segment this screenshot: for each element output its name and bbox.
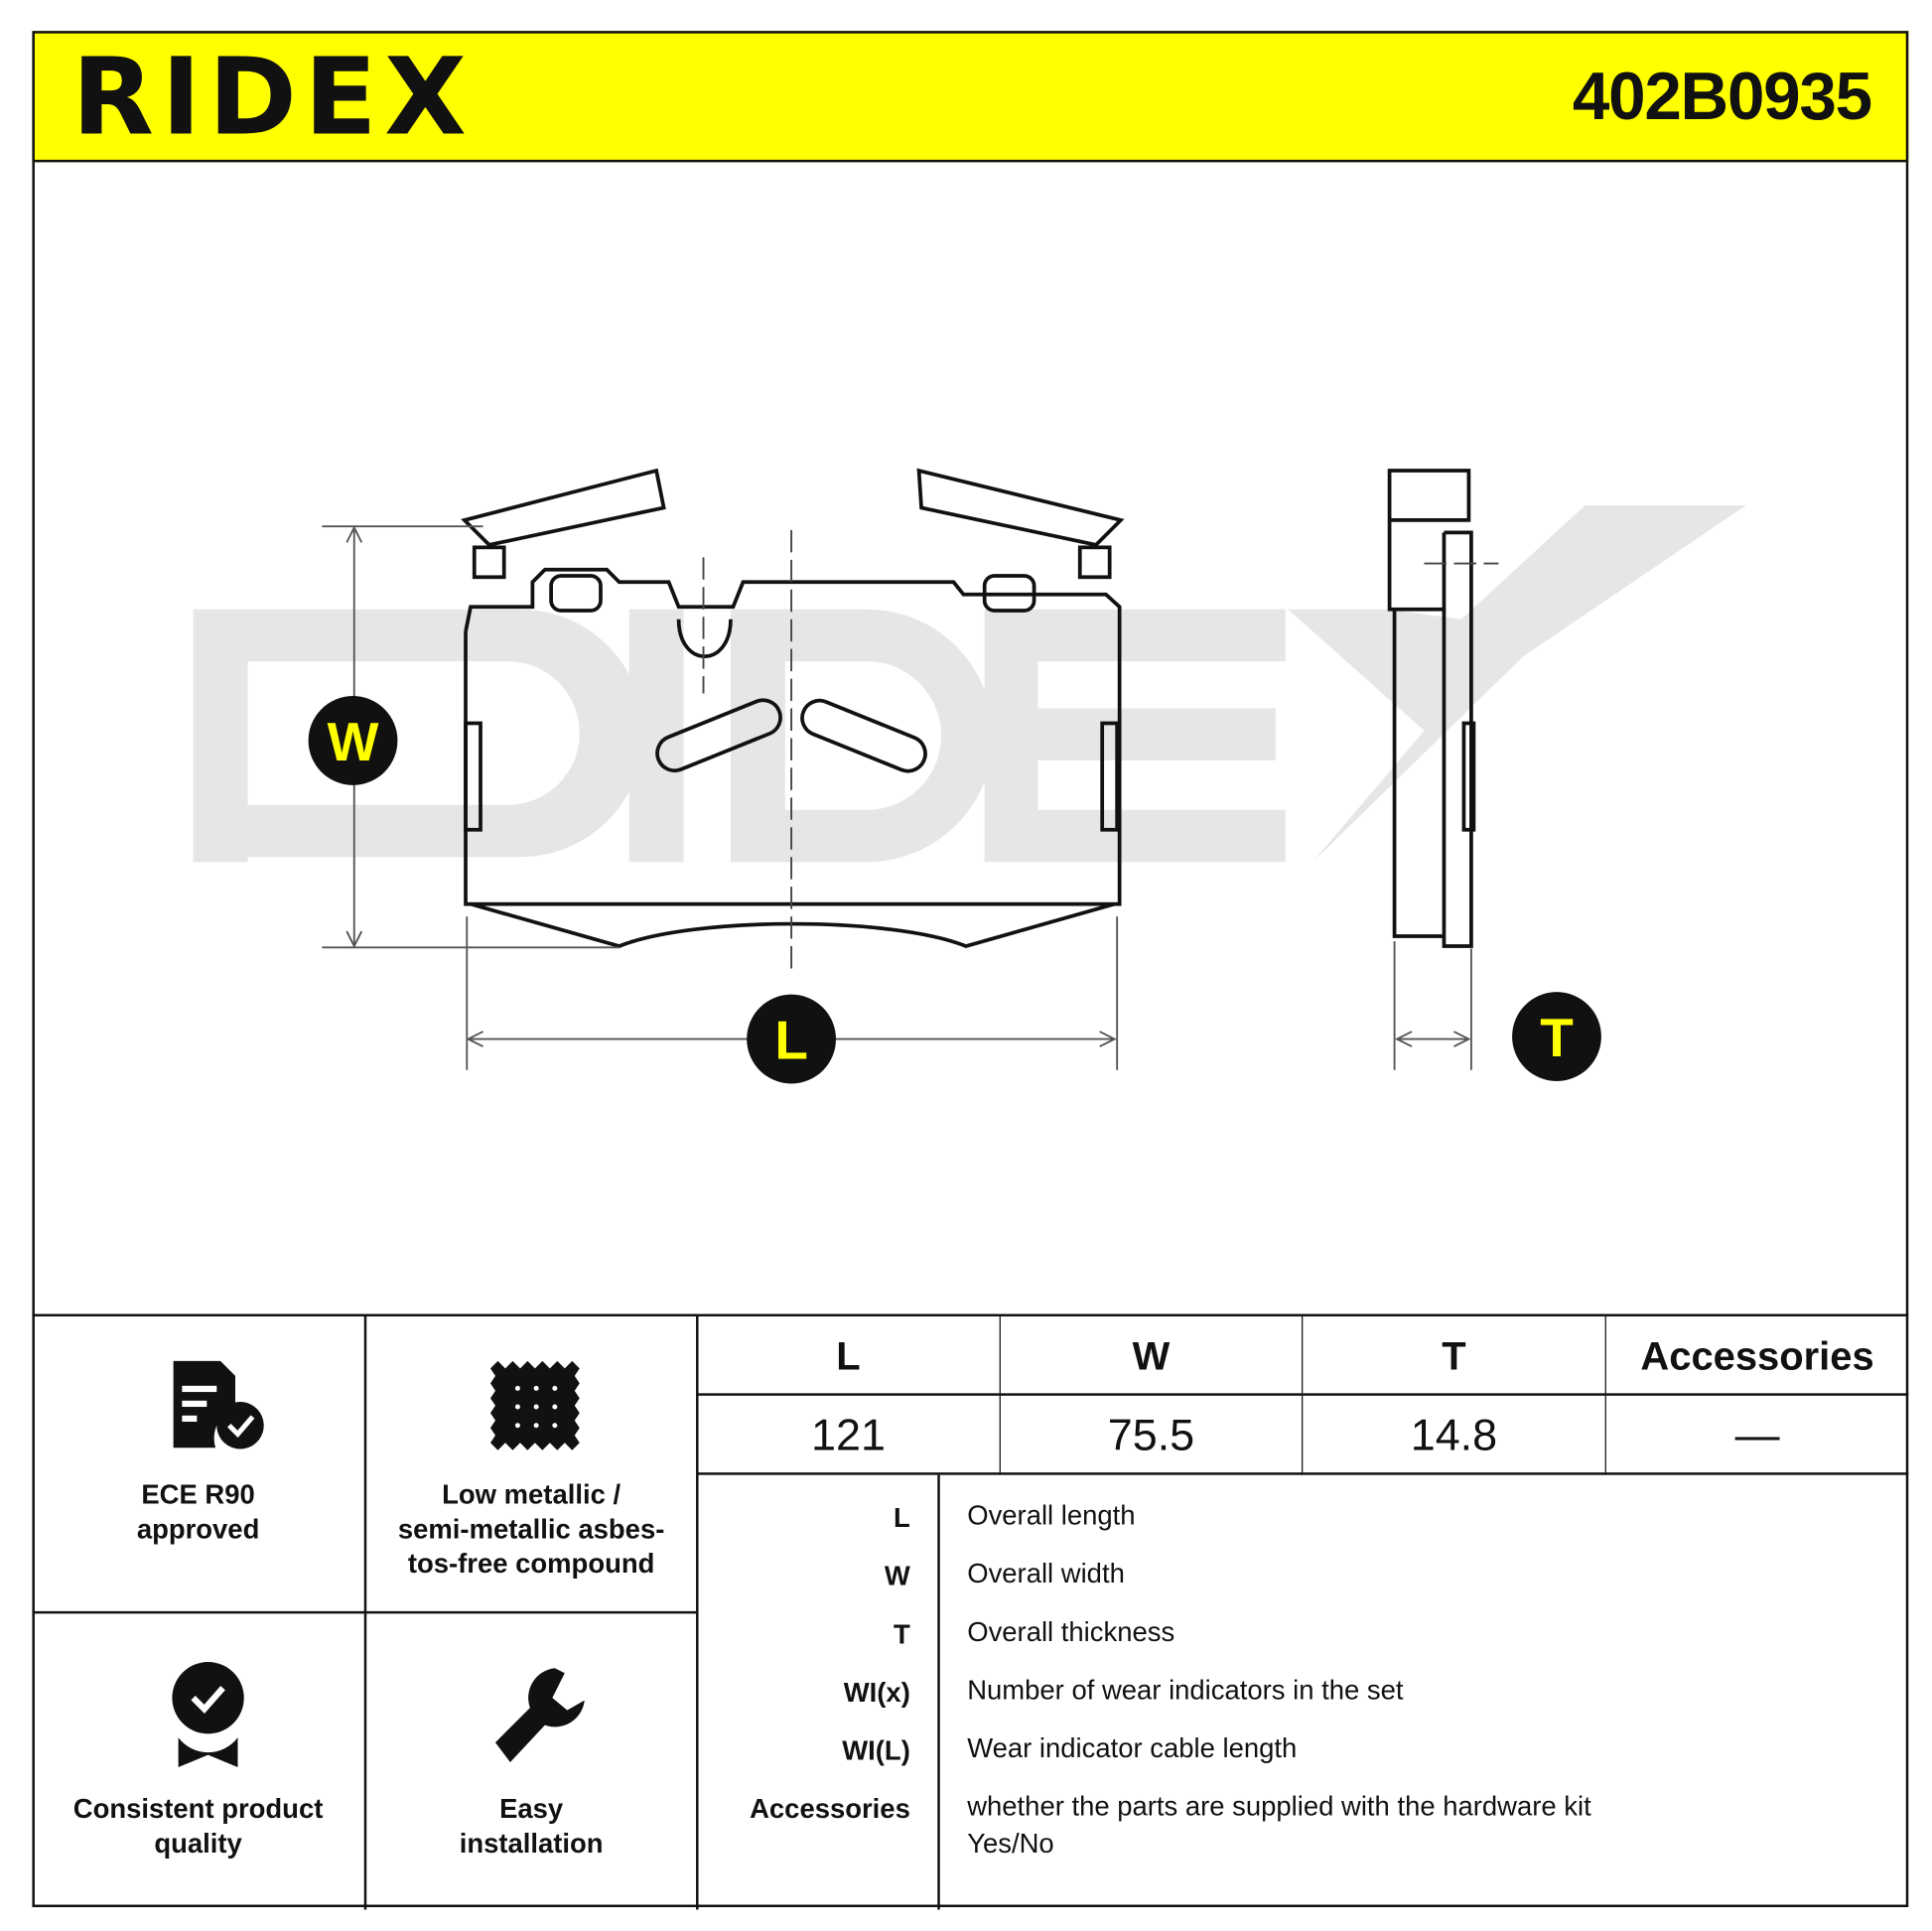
feature-label: Consistent product: [72, 1793, 324, 1825]
header-t: T: [1303, 1315, 1606, 1396]
technical-drawing: W L T: [32, 162, 1908, 1313]
part-number: 402B0935: [1572, 59, 1872, 134]
watermark-logo: [193, 504, 1746, 863]
header-bar: RIDEX 402B0935: [32, 31, 1909, 163]
legend-desc: Overall width: [967, 1558, 1125, 1589]
feature-label: installation: [459, 1828, 604, 1860]
svg-text:T: T: [1540, 1007, 1574, 1068]
dimension-badge-w: W: [308, 696, 398, 785]
svg-text:L: L: [774, 1010, 808, 1071]
feature-label: ECE R90: [141, 1478, 255, 1510]
legend-key: L: [894, 1502, 910, 1534]
legend: L Overall length W Overall width T Overa…: [697, 1474, 1908, 1910]
feature-ece-r90: ECE R90 approved: [32, 1315, 367, 1614]
legend-key: WI(L): [842, 1734, 910, 1766]
legend-key: WI(x): [843, 1676, 910, 1709]
legend-desc: Number of wear indicators in the set: [967, 1674, 1404, 1706]
feature-label: semi-metallic asbes-: [397, 1513, 665, 1545]
award-ribbon-icon: [172, 1662, 244, 1768]
legend-desc: Overall thickness: [967, 1615, 1175, 1648]
value-w: 75.5: [1000, 1395, 1304, 1475]
feature-compound: Low metallic / semi-metallic asbes- tos-…: [366, 1315, 699, 1614]
brake-pad-drawing: W L T: [193, 468, 1746, 1084]
feature-label: tos-free compound: [407, 1548, 655, 1580]
legend-desc: Overall length: [967, 1499, 1136, 1531]
legend-divider: [937, 1474, 940, 1910]
legend-desc: Wear indicator cable length: [967, 1732, 1298, 1764]
document-check-icon: [173, 1360, 264, 1449]
header-accessories: Accessories: [1605, 1316, 1909, 1396]
header-w: W: [1000, 1315, 1304, 1396]
svg-text:W: W: [328, 711, 379, 772]
feature-installation: Easy installation: [366, 1613, 699, 1910]
wrench-icon: [494, 1668, 585, 1763]
feature-label: Low metallic /: [442, 1478, 621, 1510]
feature-label: approved: [136, 1513, 260, 1545]
feature-label: Easy: [499, 1793, 564, 1825]
header-l: L: [697, 1315, 1001, 1396]
feature-label: quality: [154, 1828, 242, 1860]
ridex-logo: RIDEX: [71, 36, 475, 160]
feature-quality: Consistent product quality: [32, 1613, 367, 1910]
dimension-badge-l: L: [747, 994, 836, 1084]
dimension-badge-t: T: [1512, 992, 1601, 1081]
value-l: 121: [697, 1395, 1001, 1475]
value-t: 14.8: [1303, 1395, 1606, 1475]
info-panel: ECE R90 approved Low metallic / semi-met…: [32, 1313, 1909, 1910]
legend-desc: Yes/No: [967, 1828, 1054, 1860]
legend-key: W: [884, 1560, 910, 1591]
legend-desc: whether the parts are supplied with the …: [967, 1790, 1591, 1822]
legend-key: T: [894, 1618, 910, 1650]
value-accessories: —: [1605, 1396, 1909, 1475]
compound-pattern-icon: [489, 1360, 580, 1450]
legend-key: Accessories: [750, 1793, 910, 1825]
